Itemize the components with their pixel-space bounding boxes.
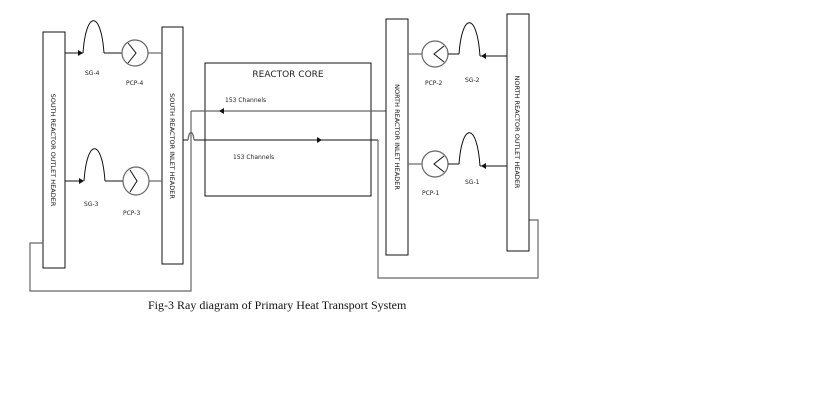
sg4-label: SG-4 — [85, 70, 100, 77]
north-outlet-header-label: NORTH REACTOR OUTLET HEADER — [513, 76, 521, 189]
south-inlet-header-label: SOUTH REACTOR INLET HEADER — [168, 93, 176, 199]
sg1-loop: PCP-1 SG-1 — [408, 132, 507, 197]
north-inlet-header — [385, 18, 409, 256]
south-return-pipe — [29, 111, 192, 292]
upper-channels-label: 153 Channels — [225, 97, 266, 104]
sg2-loop: PCP-2 SG-2 — [408, 22, 507, 87]
lower-channels-label: 153 Channels — [233, 154, 274, 161]
steam-generator-sg4-icon — [82, 20, 105, 54]
steam-generator-sg2-icon — [458, 22, 481, 57]
north-outlet-header — [506, 13, 530, 252]
flow-arrow-icon — [481, 53, 486, 59]
sg4-loop: SG-4 PCP-4 — [65, 20, 162, 87]
steam-generator-sg3-icon — [83, 148, 106, 182]
reactor-core-title: REACTOR CORE — [252, 70, 324, 80]
steam-generator-sg1-icon — [458, 132, 481, 167]
sg1-label: SG-1 — [465, 179, 480, 186]
flow-arrow-icon — [481, 163, 486, 169]
south-outlet-header-label: SOUTH REACTOR OUTLET HEADER — [49, 94, 57, 207]
flow-arrow-icon — [78, 50, 83, 56]
pcp3-label: PCP-3 — [123, 210, 140, 217]
sg3-label: SG-3 — [84, 201, 99, 208]
pcp1-label: PCP-1 — [422, 190, 439, 197]
pump-pcp4-icon — [121, 39, 149, 67]
pump-pcp3-icon — [122, 166, 150, 196]
north-inlet-header-label: NORTH REACTOR INLET HEADER — [393, 84, 401, 190]
pump-pcp2-icon — [421, 40, 449, 68]
pcp2-label: PCP-2 — [425, 80, 442, 87]
flow-arrow-icon — [219, 108, 224, 114]
sg3-loop: SG-3 PCP-3 — [65, 148, 162, 217]
reactor-core — [204, 62, 372, 197]
pump-pcp1-icon — [421, 150, 449, 178]
figure-caption: Fig-3 Ray diagram of Primary Heat Transp… — [148, 298, 407, 312]
south-outlet-header — [42, 31, 66, 269]
flow-arrow-icon — [317, 137, 322, 143]
pcp4-label: PCP-4 — [126, 80, 143, 87]
north-return-pipe — [377, 140, 539, 279]
south-inlet-header — [161, 26, 184, 265]
sg2-label: SG-2 — [465, 77, 480, 84]
flow-arrow-icon — [79, 178, 84, 184]
